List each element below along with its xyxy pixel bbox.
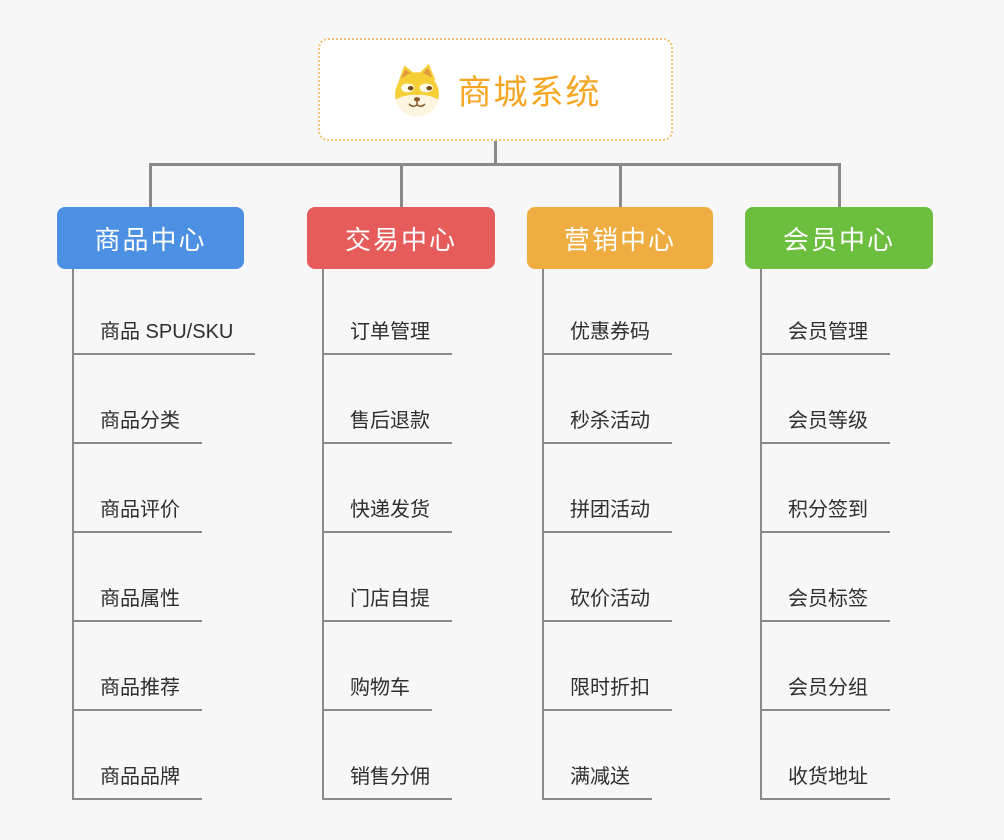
node-member-level[interactable]: 会员等级 (762, 355, 890, 444)
node-product-recommend[interactable]: 商品推荐 (74, 622, 202, 711)
root-title: 商城系统 (457, 74, 602, 112)
node-coupon-code[interactable]: 优惠券码 (544, 269, 672, 355)
branch-drop-connector-4 (838, 165, 841, 209)
branch-drop-connector-3 (619, 165, 622, 209)
branch-drop-connector-1 (149, 165, 152, 209)
node-member-management[interactable]: 会员管理 (762, 269, 890, 355)
branch-items-trade-center: 订单管理 售后退款 快递发货 门店自提 购物车 销售分佣 (322, 269, 495, 800)
branch-header-marketing-center[interactable]: 营销中心 (527, 207, 713, 269)
node-store-pickup[interactable]: 门店自提 (324, 533, 452, 622)
branch-items-member-center: 会员管理 会员等级 积分签到 会员标签 会员分组 收货地址 (760, 269, 933, 800)
node-order-management[interactable]: 订单管理 (324, 269, 452, 355)
root-node-mall-system[interactable]: 商城系统 (318, 38, 673, 141)
node-bargain-activity[interactable]: 砍价活动 (544, 533, 672, 622)
horizontal-connector (149, 163, 841, 166)
branch-marketing-center: 营销中心 优惠券码 秒杀活动 拼团活动 砍价活动 限时折扣 满减送 (527, 207, 713, 800)
branch-header-product-center[interactable]: 商品中心 (57, 207, 244, 269)
branch-product-center: 商品中心 商品 SPU/SKU 商品分类 商品评价 商品属性 商品推荐 商品品牌 (57, 207, 256, 800)
branch-member-center: 会员中心 会员管理 会员等级 积分签到 会员标签 会员分组 收货地址 (745, 207, 933, 800)
branch-header-trade-center[interactable]: 交易中心 (307, 207, 495, 269)
node-sales-commission[interactable]: 销售分佣 (324, 711, 452, 800)
branch-trade-center: 交易中心 订单管理 售后退款 快递发货 门店自提 购物车 销售分佣 (307, 207, 495, 800)
node-product-attribute[interactable]: 商品属性 (74, 533, 202, 622)
node-after-sale-refund[interactable]: 售后退款 (324, 355, 452, 444)
node-product-category[interactable]: 商品分类 (74, 355, 202, 444)
node-product-review[interactable]: 商品评价 (74, 444, 202, 533)
node-shipping-address[interactable]: 收货地址 (762, 711, 890, 800)
node-spend-and-save[interactable]: 满减送 (544, 711, 652, 800)
node-product-spu-sku[interactable]: 商品 SPU/SKU (74, 269, 256, 355)
node-shopping-cart[interactable]: 购物车 (324, 622, 432, 711)
branch-items-product-center: 商品 SPU/SKU 商品分类 商品评价 商品属性 商品推荐 商品品牌 (72, 269, 256, 800)
node-flash-sale[interactable]: 秒杀活动 (544, 355, 672, 444)
node-limited-time-discount[interactable]: 限时折扣 (544, 622, 672, 711)
branch-drop-connector-2 (400, 165, 403, 209)
node-points-checkin[interactable]: 积分签到 (762, 444, 890, 533)
root-trunk-connector (494, 141, 497, 165)
dog-face-icon (390, 63, 444, 117)
branch-items-marketing-center: 优惠券码 秒杀活动 拼团活动 砍价活动 限时折扣 满减送 (542, 269, 713, 800)
node-express-delivery[interactable]: 快递发货 (324, 444, 452, 533)
branch-header-member-center[interactable]: 会员中心 (745, 207, 933, 269)
node-product-brand[interactable]: 商品品牌 (74, 711, 202, 800)
node-group-buying[interactable]: 拼团活动 (544, 444, 672, 533)
node-member-tag[interactable]: 会员标签 (762, 533, 890, 622)
node-member-group[interactable]: 会员分组 (762, 622, 890, 711)
